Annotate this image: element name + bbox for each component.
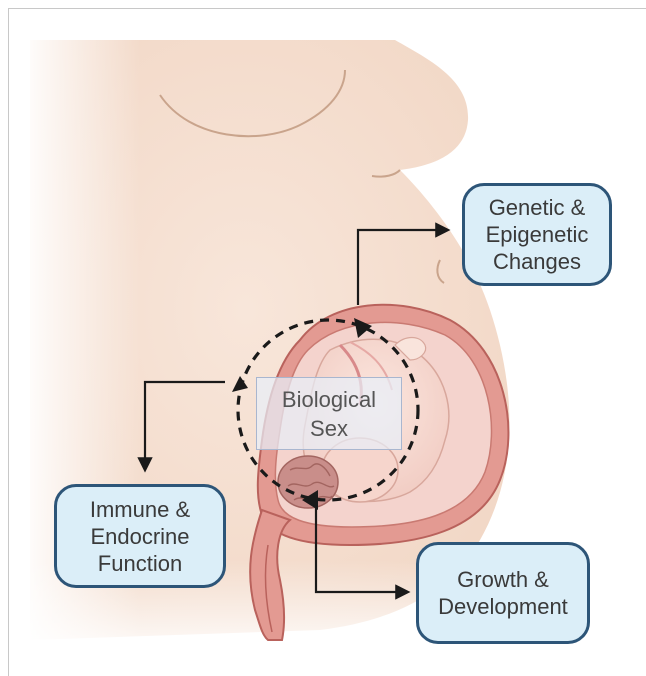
box-immune-endocrine: Immune & Endocrine Function xyxy=(54,484,226,588)
box-growth-development: Growth & Development xyxy=(416,542,590,644)
box-genetic-epigenetic: Genetic & Epigenetic Changes xyxy=(462,183,612,286)
center-label-biological-sex: Biological Sex xyxy=(256,377,402,450)
